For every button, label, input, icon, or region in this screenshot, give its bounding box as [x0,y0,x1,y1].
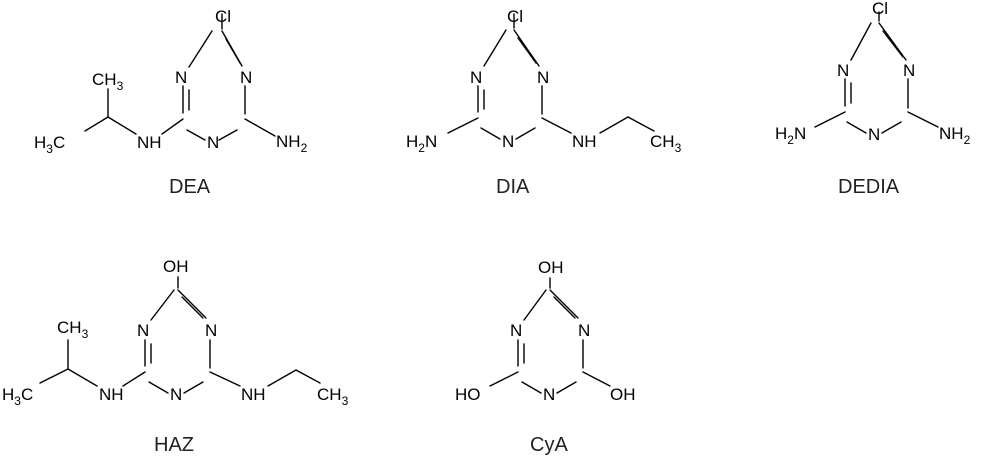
caption-cya: CyA [530,434,568,456]
nitrogen-label: N [240,68,252,87]
nitrogen-label: N [543,385,555,404]
hydroxyl-label: OH [163,257,189,276]
methyl-label: H3C [2,385,33,408]
nh-label: NH [137,133,162,152]
molecule-haz: OH N N N NH NH CH3 H3C CH3 HAZ [2,257,349,456]
methyl-label: CH3 [57,318,89,341]
nitrogen-label: N [903,61,915,80]
molecule-dea: Cl N N N NH NH2 CH3 H3C DEA [34,7,308,198]
molecule-dedia: Cl N N N H2N NH2 DEDIA [775,0,971,198]
nitrogen-label: N [578,321,590,340]
caption-dia: DIA [496,176,530,198]
nitrogen-label: N [470,68,482,87]
nitrogen-label: N [170,385,182,404]
h2n-label: H2N [775,124,806,147]
nitrogen-label: N [868,125,880,144]
chlorine-label: Cl [215,7,231,26]
nh-label: NH [572,132,597,151]
caption-dedia: DEDIA [838,176,900,198]
nitrogen-label: N [510,321,522,340]
nh-label: NH [241,385,266,404]
nitrogen-label: N [207,133,219,152]
molecule-cya: OH N N N HO OH CyA [455,258,636,456]
caption-haz: HAZ [154,434,194,456]
molecule-dia: Cl N N N H2N NH CH3 DIA [406,7,682,198]
nh2-label: NH2 [939,124,971,147]
hydroxyl-label: OH [538,258,564,277]
nitrogen-label: N [537,68,549,87]
chlorine-label: Cl [872,0,888,18]
nh2-label: NH2 [276,132,308,155]
hydroxyl-label: HO [455,385,481,404]
methyl-label: CH3 [317,385,349,408]
caption-dea: DEA [169,176,211,198]
hydroxyl-label: OH [610,385,636,404]
h2n-label: H2N [406,132,437,155]
methyl-label: CH3 [650,132,682,155]
nitrogen-label: N [205,321,217,340]
methyl-label: H3C [34,133,65,156]
nh-label: NH [99,385,124,404]
chlorine-label: Cl [507,7,523,26]
methyl-label: CH3 [92,70,124,93]
nitrogen-label: N [175,68,187,87]
nitrogen-label: N [502,132,514,151]
nitrogen-label: N [837,61,849,80]
nitrogen-label: N [137,321,149,340]
